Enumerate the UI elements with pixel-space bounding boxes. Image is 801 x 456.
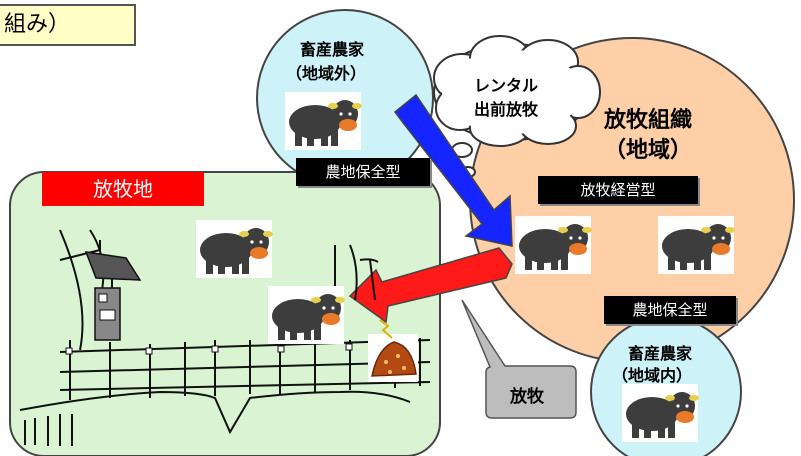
farmer-inside-line1: 畜産農家 [628,344,693,363]
rental-cloud [433,35,601,192]
cow-organization-right [658,216,735,274]
tag-nouchi-hozen-bottom: 農地保全型 [604,296,736,324]
callout-houboku-bubble [461,299,577,419]
cow-farmer-inside [622,384,699,442]
farmer-outside-line1: 畜産農家 [300,40,365,59]
cow-pasture-top [196,220,273,278]
rental-cloud-line2: 出前放牧 [474,100,539,119]
farmer-inside-line2: （地域内） [612,366,693,385]
title-box: 組み） [0,4,136,46]
tag-houboku-keiei: 放牧経営型 [538,176,698,204]
lightning-mark [379,319,393,339]
pasture-label: 放牧地 [42,172,204,206]
cow-organization-left [515,216,592,274]
organization-line1: 放牧組織 [604,108,693,133]
farmer-outside-line2: （地域外） [286,64,367,83]
solar-energizer [84,251,142,341]
organization-line2: （地域） [604,138,693,163]
cow-farmer-outside [285,92,362,150]
red-arrow [348,247,513,324]
rental-cloud-line1: レンタル [474,76,539,95]
callout-houboku-text: 放牧 [510,387,544,407]
cow-pasture-mid [268,286,345,344]
tag-nouchi-hozen-top: 農地保全型 [296,158,430,186]
manure-icon [368,334,418,382]
blue-arrow [393,93,513,247]
